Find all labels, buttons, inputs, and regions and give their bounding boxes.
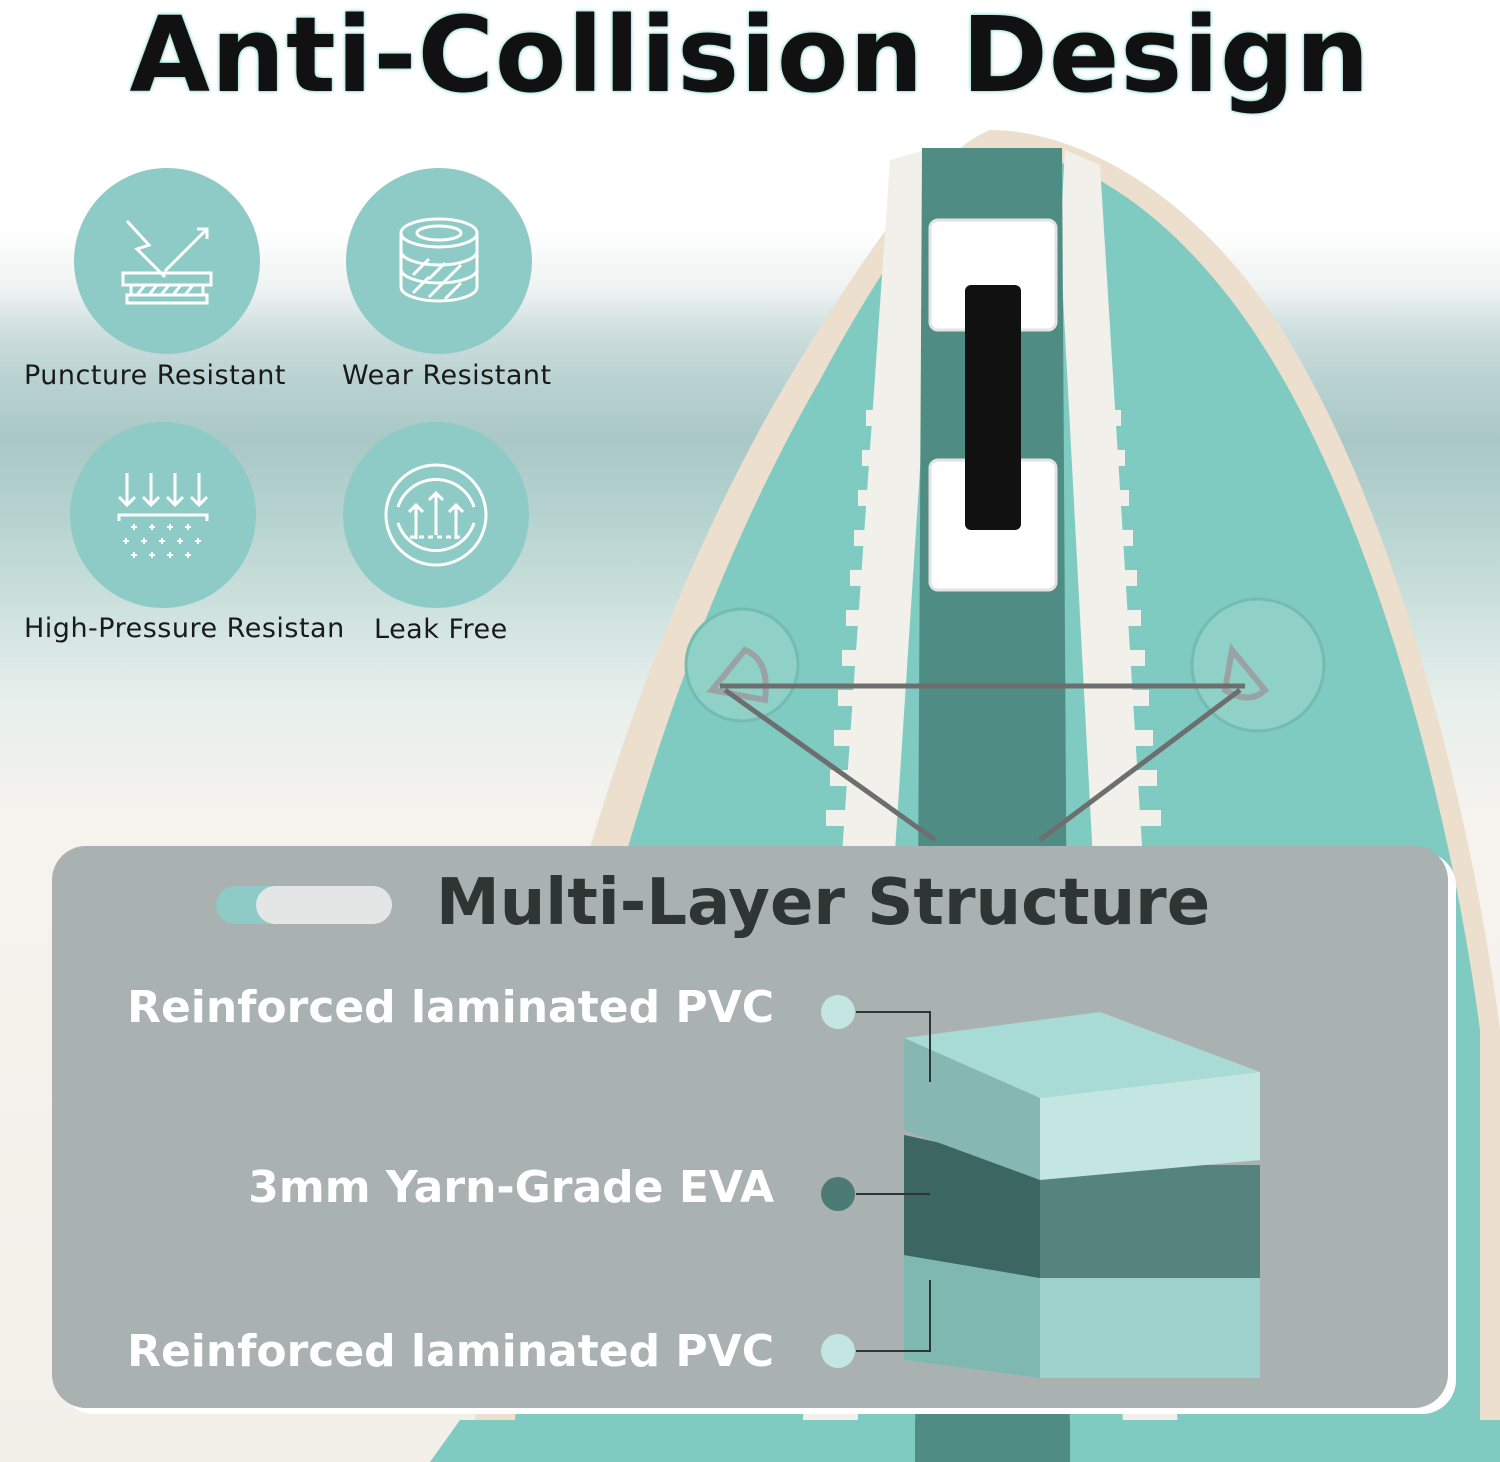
- layer-label-top: Reinforced laminated PVC: [127, 982, 774, 1033]
- feature-label-wear: Wear Resistant: [342, 360, 552, 391]
- layer-label-bottom: Reinforced laminated PVC: [127, 1326, 774, 1377]
- layer-dot-bottom: [821, 1334, 855, 1368]
- pressure-icon: [70, 422, 256, 608]
- puncture-icon: [74, 168, 260, 354]
- feature-label-leak: Leak Free: [374, 614, 508, 645]
- feature-label-puncture: Puncture Resistant: [24, 360, 286, 391]
- layer-label-middle: 3mm Yarn-Grade EVA: [248, 1162, 774, 1213]
- layer-dot-middle: [821, 1177, 855, 1211]
- layers-wear-icon: [346, 168, 532, 354]
- feature-label-pressure: High-Pressure Resistan: [24, 613, 345, 644]
- layer-dot-top: [821, 995, 855, 1029]
- heading-accent-pill: [216, 886, 392, 924]
- structure-heading: Multi-Layer Structure: [436, 866, 1211, 940]
- leak-free-icon: [343, 422, 529, 608]
- page-title: Anti-Collision Design: [129, 0, 1371, 116]
